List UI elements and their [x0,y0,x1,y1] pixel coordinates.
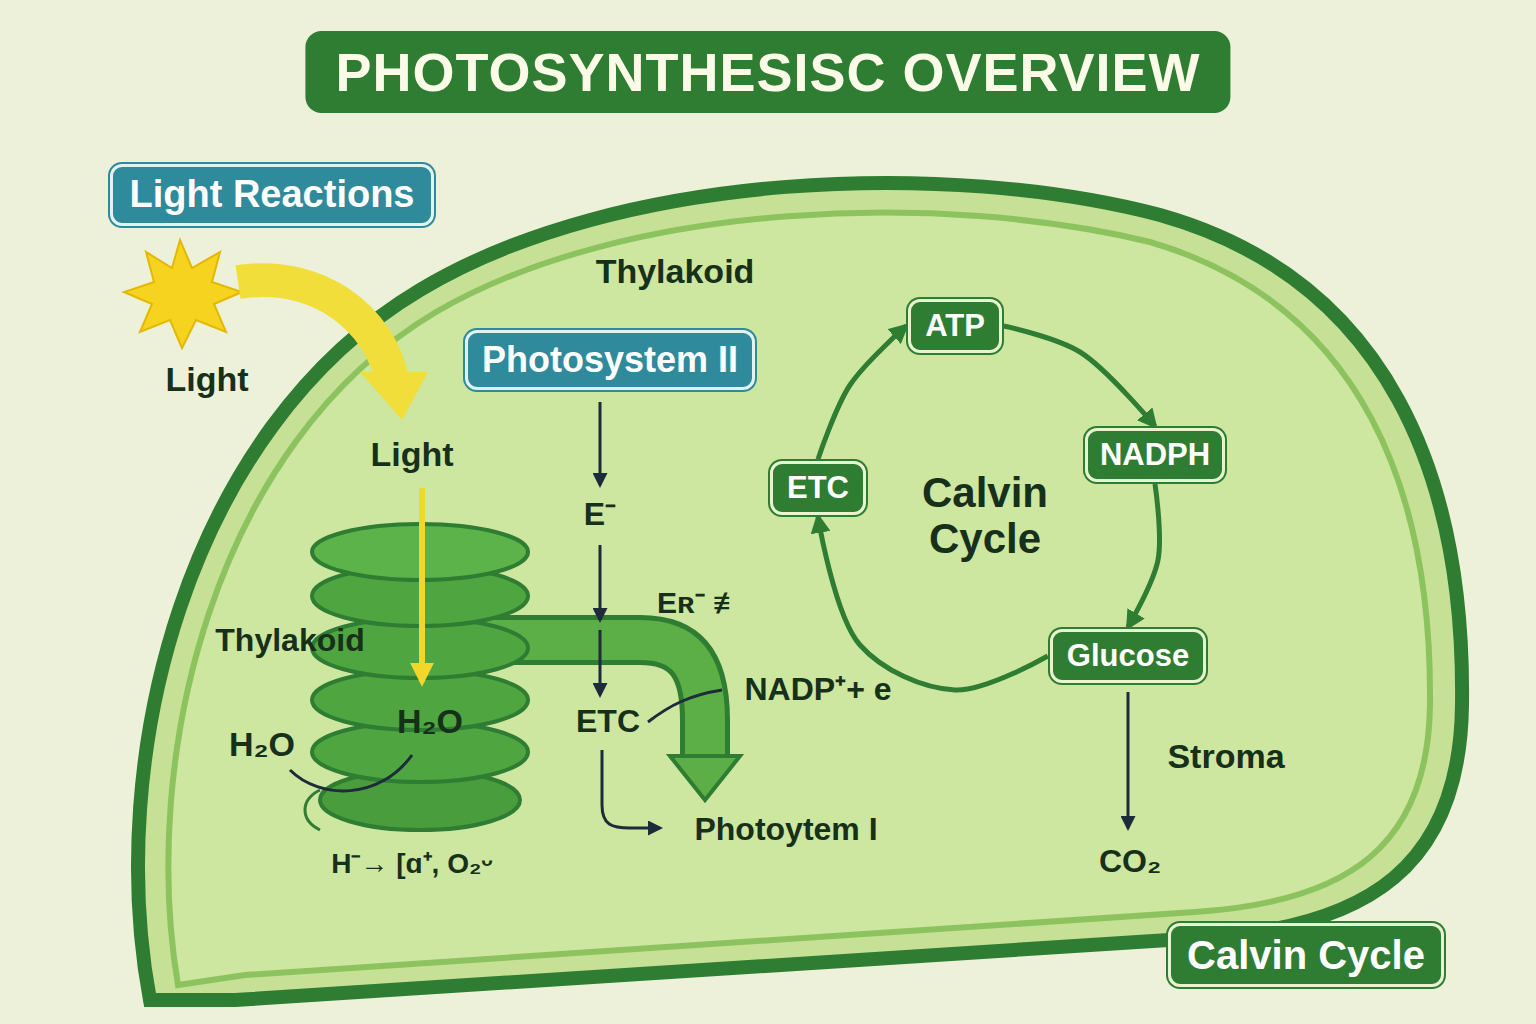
region-label: Thylakoid [215,623,364,658]
title: PHOTOSYNTHESISC OVERVIEW [305,31,1230,113]
molecule-label: NADP⁺+ e [744,672,891,707]
node-text: ETC [787,470,849,506]
region-label: Thylakoid [596,253,755,290]
light-arrow-head [360,372,428,420]
sun [124,240,242,348]
output-arrow [1127,692,1130,828]
electron-arrow [599,630,602,695]
node-text: NADPH [1100,437,1210,473]
cycle-label: Calvin Cycle [895,470,1075,562]
molecule-label: H₂O [229,726,295,763]
light-arrow [238,280,392,380]
membrane-line [305,790,320,830]
lamella-arrow-head [670,756,740,800]
molecule-label: H₂O [397,703,463,740]
cycle-arrow [1004,326,1155,426]
node-text: Photosystem II [482,339,738,380]
process-box: ETC [770,461,866,515]
molecule-label: CO₂ [1099,844,1161,879]
light-label: Light [165,361,248,398]
photosystem-box: Photosystem II [465,330,755,389]
molecule-box: Glucose [1050,629,1206,683]
electron-arrow [602,750,660,828]
light-arrow [419,488,425,682]
photosystem-label: Photoytem I [694,812,877,847]
chloroplast-inner-membrane [168,213,1430,985]
process-label: Light Reactions [110,164,433,226]
cycle-arrow [1128,484,1160,627]
node-text: Light Reactions [129,173,414,217]
electron-arrow [599,545,602,620]
process-label: Calvin Cycle [1168,923,1444,987]
process-label: ETC [576,704,640,739]
electron-arrow [599,402,602,485]
water-split-line [290,755,412,791]
node-text: ATP [925,308,985,344]
node-text: Glucose [1067,638,1189,674]
electron-label: E⁻ [584,497,616,532]
electron-label: Eʀ⁻ ≢ [657,586,743,619]
cycle-arrow [818,326,906,459]
molecule-box: NADPH [1085,428,1225,482]
molecule-box: ATP [908,299,1002,353]
chloroplast-outline [138,183,1462,1000]
light-label: Light [370,436,453,473]
node-text: Calvin Cycle [1187,932,1425,978]
leader-line [648,690,722,722]
region-label: Stroma [1167,738,1284,775]
equation-label: H⁻→ [ɑ⁺, O₂ᵕ [331,849,493,880]
